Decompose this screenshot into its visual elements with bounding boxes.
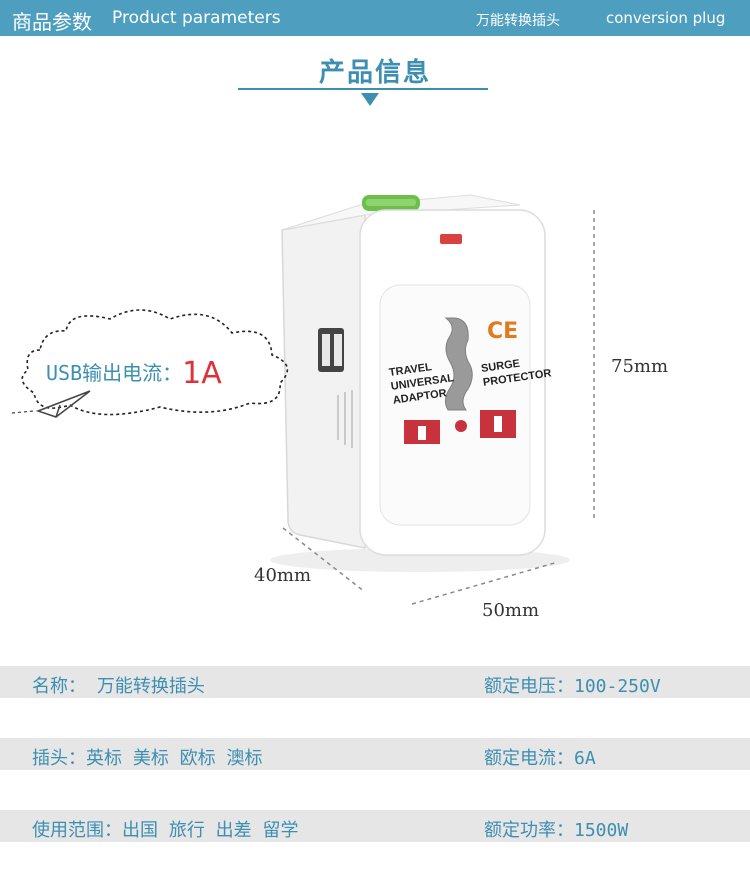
section-divider: [238, 88, 488, 90]
usb-port-icon: [318, 328, 344, 372]
header-bar: 商品参数 Product parameters 万能转换插头 conversio…: [0, 0, 750, 36]
spec-rated-voltage: 额定电压：100-250V: [484, 676, 661, 697]
dimension-width: 50mm: [482, 600, 540, 621]
ce-mark: CE: [487, 319, 518, 344]
plug-label-travel: TRAVEL: [388, 361, 433, 379]
spec-usage: 使用范围：出国 旅行 出差 留学: [32, 820, 299, 841]
product-image: CE TRAVEL UNIVERSAL ADAPTOR SURGE PROTEC…: [270, 194, 595, 605]
slider-button: [362, 195, 420, 211]
header-product-en: conversion plug: [606, 9, 726, 27]
spec-row-band: [0, 810, 750, 842]
header-title-en: Product parameters: [112, 8, 281, 28]
cloud-callout-icon: [11, 309, 289, 418]
spec-row-band: [0, 738, 750, 770]
spec-rated-power: 额定功率：1500W: [484, 820, 629, 841]
dimension-height: 75mm: [611, 356, 669, 377]
header-title-cn: 商品参数: [12, 10, 92, 34]
spec-name: 名称： 万能转换插头: [32, 676, 205, 697]
usb-output-value: 1A: [182, 356, 222, 391]
power-indicator: [440, 234, 462, 244]
paper-plane-icon: [11, 390, 91, 418]
header-product-cn: 万能转换插头: [476, 13, 560, 29]
usb-output-callout: USB输出电流：1A: [46, 356, 222, 391]
dimension-depth: 40mm: [254, 565, 312, 586]
spec-row-band: [0, 666, 750, 698]
section-title: 产品信息: [318, 58, 431, 88]
spec-rated-current: 额定电流：6A: [484, 748, 596, 769]
section-arrow-icon: [361, 93, 379, 106]
plug-label-surge: SURGE: [480, 358, 520, 375]
spec-plug-types: 插头：英标 美标 欧标 澳标: [32, 748, 263, 769]
usb-output-label: USB输出电流：: [46, 361, 183, 385]
